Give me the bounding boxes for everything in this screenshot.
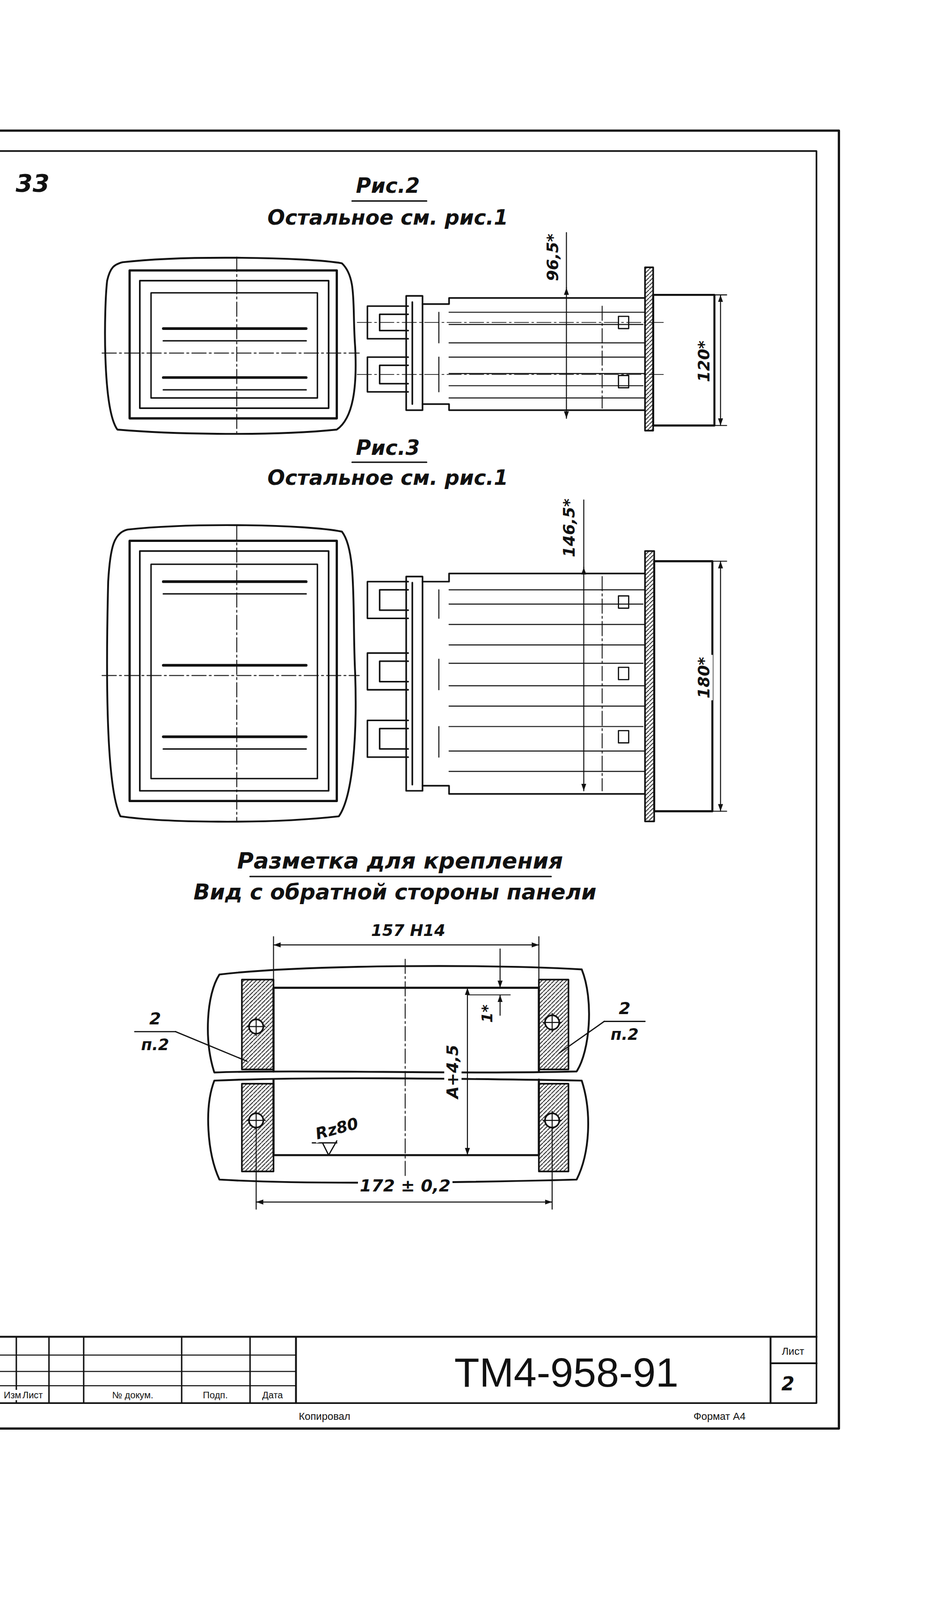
document-number: ТМ4-958-91 <box>452 1350 681 1396</box>
title-block-cell: № докум. <box>110 1389 156 1401</box>
callout-number: 2 <box>147 1009 163 1029</box>
dimension: 1* <box>479 1002 497 1025</box>
roughness-mark: Rz80 <box>311 1114 363 1144</box>
figure-title: Рис.3 <box>354 436 423 460</box>
callout-number: 2 <box>616 999 633 1018</box>
dimension: 120* <box>695 338 713 385</box>
title-block-cell: Формат А4 <box>691 1410 748 1423</box>
figure-note: Остальное см. рис.1 <box>265 205 511 229</box>
dimension: 172 ± 0,2 <box>357 1176 453 1196</box>
title-block-cell: Дата <box>260 1389 285 1401</box>
title-block-cell: Лист <box>20 1389 45 1401</box>
dimension: 180* <box>695 655 713 701</box>
dimension: 157 H14 <box>369 921 448 940</box>
page-number: 33 <box>14 170 52 198</box>
callout-note: п.2 <box>608 1026 641 1044</box>
dimension: A+4,5 <box>444 1042 462 1101</box>
dimension: 146,5* <box>560 496 578 559</box>
callout-note: п.2 <box>138 1036 171 1054</box>
title-block-cell: Подп. <box>201 1389 230 1401</box>
view-title: Вид с обратной стороны панели <box>191 880 599 905</box>
figure-title: Рис.2 <box>354 174 423 198</box>
dimension: 96,5* <box>544 231 562 284</box>
title-block-cell: Копировал <box>296 1410 352 1423</box>
view-title: Разметка для крепления <box>235 847 565 873</box>
figure-note: Остальное см. рис.1 <box>265 466 511 489</box>
sheet-number: 2 <box>779 1373 797 1395</box>
title-block-cell: Лист <box>780 1345 807 1357</box>
